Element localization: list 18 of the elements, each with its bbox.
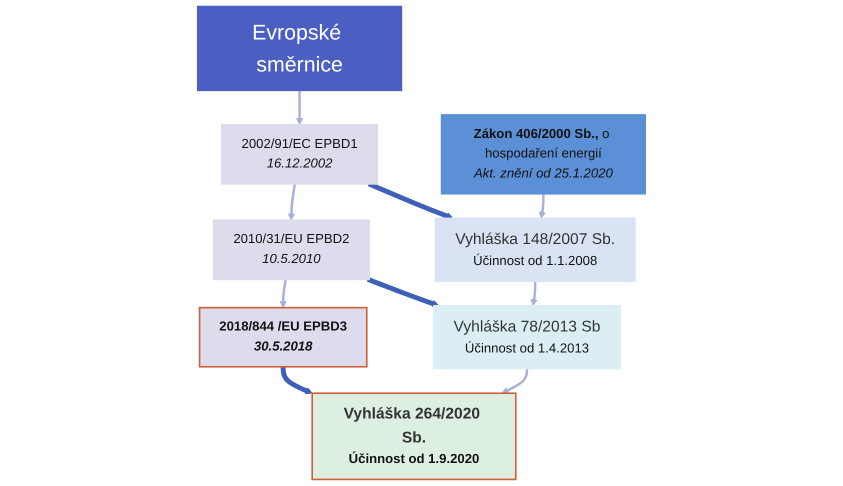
arrow bbox=[530, 281, 538, 306]
arrow bbox=[502, 368, 528, 394]
arrow bbox=[280, 279, 288, 308]
node-box bbox=[212, 219, 370, 280]
arrow bbox=[538, 194, 546, 219]
node-box bbox=[434, 218, 636, 282]
node-box bbox=[198, 306, 368, 368]
node-box bbox=[311, 392, 517, 480]
node-box bbox=[440, 114, 646, 195]
flowchart-diagram: Evropské směrnice 2002/91/EC EPBD1 16.12.2002 2010/31/EU EPBD2 10.5.2010 2018/844 /EU EPBD3 30.5.2018 Zákon 406/2000 Sb., o hospodaření energií Akt. znění od 25.1.2020 Vyhláška 148/2007 Sb. Účinnost od 1.1.2008 Vyhláška 78/2013 Sb Účinnost od 1.4.2013 Vyhláška 264/2020 Sb. Účinnost od 1.9.2020 bbox=[141, 0, 702, 486]
arrow bbox=[296, 90, 304, 126]
arrow bbox=[368, 182, 454, 220]
arrow bbox=[366, 277, 440, 308]
node-box bbox=[196, 6, 402, 92]
arrow bbox=[288, 184, 296, 221]
arrow bbox=[280, 366, 313, 394]
node-box bbox=[221, 124, 378, 185]
node-box bbox=[433, 304, 621, 370]
